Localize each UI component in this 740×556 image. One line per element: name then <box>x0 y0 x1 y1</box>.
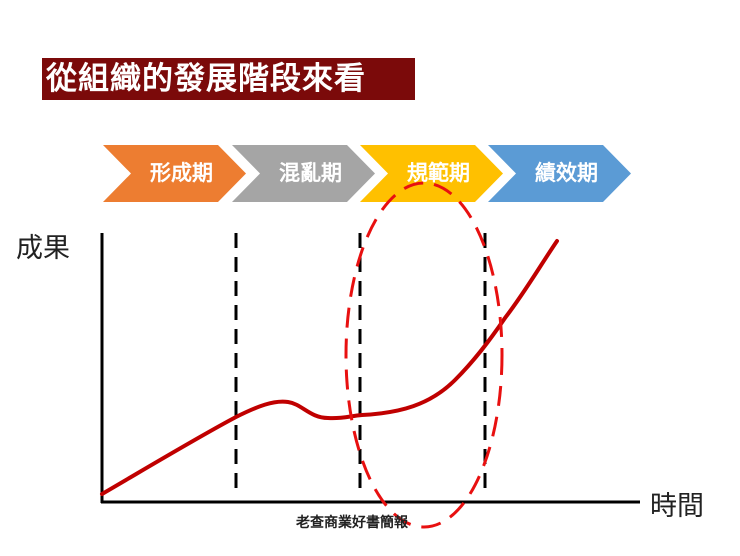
chevron-shape <box>488 145 631 202</box>
page-title: 從組織的發展階段來看 <box>42 58 415 100</box>
performance-curve <box>100 239 559 496</box>
stage-label: 規範期 <box>407 161 470 185</box>
stage-chevron-forming: 形成期 <box>103 145 246 202</box>
chevron-shape <box>103 145 246 202</box>
stage-chevron-storming: 混亂期 <box>232 145 375 202</box>
y-axis-label: 成果 <box>16 233 70 264</box>
stage-chevron-norming: 規範期 <box>360 145 503 202</box>
stage-label: 形成期 <box>150 161 213 185</box>
x-axis-label: 時間 <box>650 491 704 522</box>
stage-chevron-performing: 績效期 <box>488 145 631 202</box>
credit-text: 老查商業好書簡報 <box>296 515 408 531</box>
stage-label: 績效期 <box>535 161 598 185</box>
highlight-ellipse <box>344 181 504 529</box>
chevron-shape <box>232 145 375 202</box>
stage-label: 混亂期 <box>279 161 342 185</box>
chevron-shape <box>360 145 503 202</box>
